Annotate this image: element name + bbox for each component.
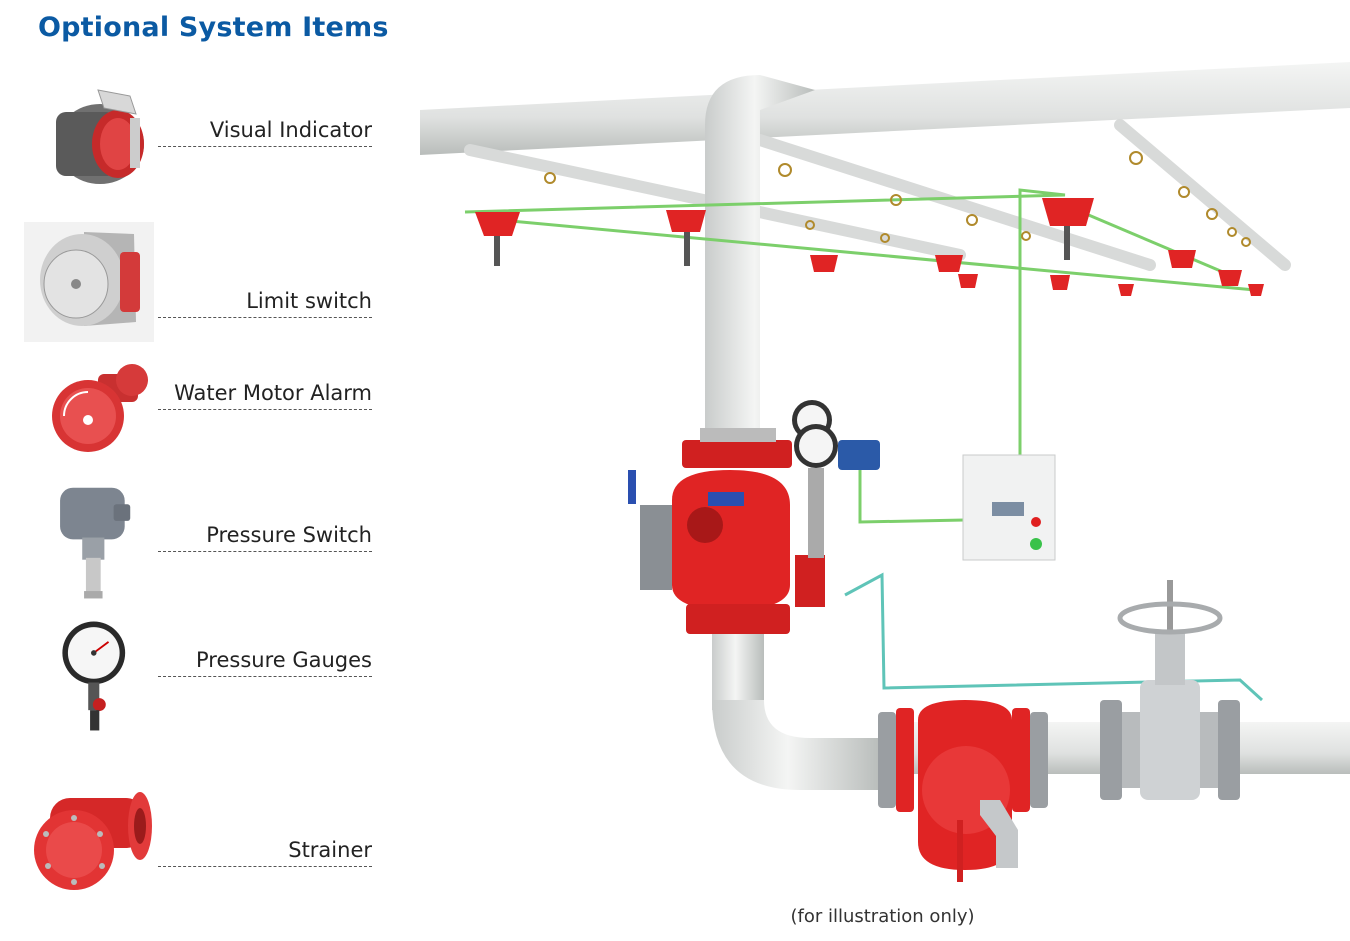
- sprinkler-heads: [544, 151, 1251, 247]
- water-motor-alarm-icon: [52, 364, 148, 452]
- item-label-limit-switch: Limit switch: [158, 289, 372, 318]
- deluge-valve: [628, 428, 825, 634]
- detection-wiring: [464, 188, 1256, 524]
- item-label-water-motor-alarm: Water Motor Alarm: [158, 381, 372, 410]
- lower-valve: [878, 700, 1048, 882]
- visual-indicator-icon: [56, 89, 144, 184]
- control-panel: [962, 454, 1056, 561]
- heat-detectors: [475, 198, 1264, 296]
- trim-gauges: [792, 400, 880, 558]
- gate-valve: [1100, 580, 1240, 800]
- overhead-main-pipe: [420, 62, 1350, 155]
- pressure-switch-icon: [60, 487, 131, 599]
- pressure-gauge-icon: [62, 621, 126, 731]
- item-label-pressure-switch: Pressure Switch: [158, 523, 372, 552]
- limit-switch-icon: [24, 222, 154, 342]
- illustration-caption: (for illustration only): [790, 906, 975, 927]
- system-illustration: [420, 62, 1350, 882]
- strainer-icon: [34, 792, 152, 890]
- trim-tubing: [844, 572, 1264, 702]
- item-label-pressure-gauges: Pressure Gauges: [158, 648, 372, 677]
- riser-pipe: [705, 75, 880, 790]
- item-label-strainer: Strainer: [158, 838, 372, 867]
- item-label-visual-indicator: Visual Indicator: [158, 118, 372, 147]
- page-title: Optional System Items: [38, 12, 389, 43]
